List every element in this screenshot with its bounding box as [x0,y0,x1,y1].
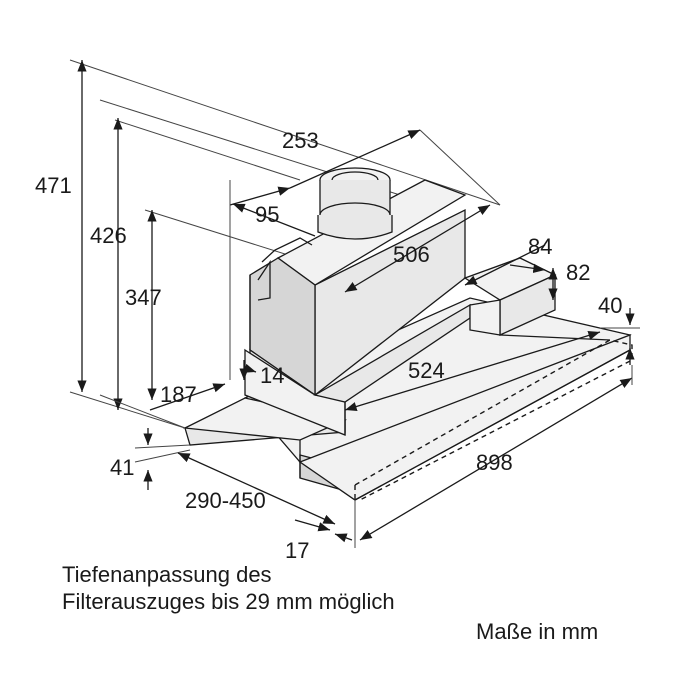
dim-14: 14 [260,363,284,388]
note-line-2: Filterauszuges bis 29 mm möglich [62,589,395,614]
dim-82: 82 [566,260,590,285]
dim-347: 347 [125,285,162,310]
dim-506: 506 [393,242,430,267]
note-line-1: Tiefenanpassung des [62,562,272,587]
dimension-labels: 253 95 506 471 426 347 84 82 40 14 524 1… [35,128,622,563]
dim-40: 40 [598,293,622,318]
dim-471: 471 [35,173,72,198]
dim-524: 524 [408,358,445,383]
dim-253: 253 [282,128,319,153]
dim-84: 84 [528,234,552,259]
dim-187: 187 [160,382,197,407]
dim-95: 95 [255,202,279,227]
dim-898: 898 [476,450,513,475]
dimension-lines [69,60,640,548]
dim-41: 41 [110,455,134,480]
dim-17: 17 [285,538,309,563]
range-hood-body [69,59,633,501]
dim-426: 426 [90,223,127,248]
dim-290-450: 290-450 [185,488,266,513]
units-note: Maße in mm [476,619,599,644]
